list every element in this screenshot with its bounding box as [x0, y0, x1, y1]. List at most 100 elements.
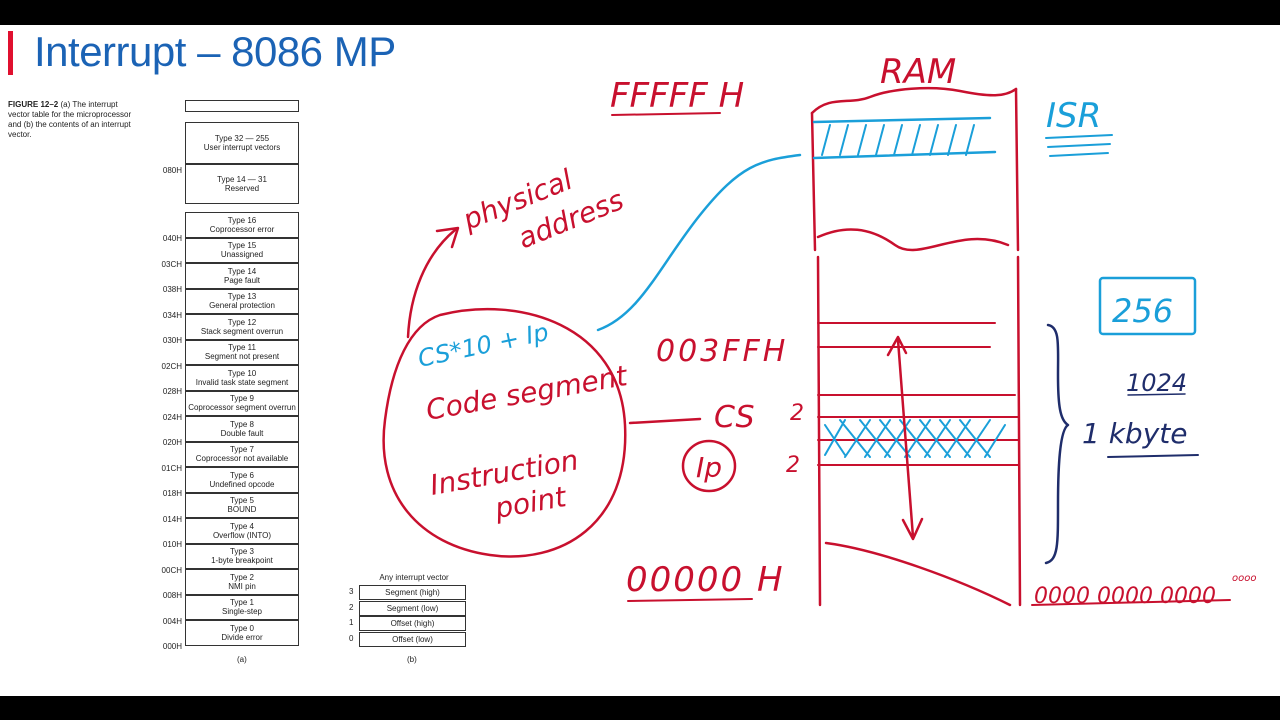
vector-byte: Offset (low) — [359, 631, 466, 647]
memory-address: 014H — [162, 514, 182, 524]
vector-byte-index: 2 — [349, 602, 354, 612]
vector-type: Type 5 — [229, 496, 254, 506]
vector-description: General protection — [209, 301, 275, 311]
vector-type: Type 0 — [229, 623, 254, 633]
code-segment-label: Code segment — [423, 359, 630, 427]
memory-address: 020H — [162, 438, 182, 447]
range-arrow-down — [901, 517, 924, 541]
isr-band-top — [812, 116, 992, 124]
instruction-point-label: Instruction point — [427, 442, 595, 536]
vector-byte-index: 0 — [349, 633, 354, 643]
vector-description: Undefined opcode — [209, 479, 275, 489]
count-256-box — [1098, 276, 1197, 336]
vector-description: Stack segment overrun — [200, 326, 284, 336]
count-1024-label: 1024 — [1126, 369, 1187, 397]
figure-caption: FIGURE 12–2 (a) The interrupt vector tab… — [8, 100, 136, 140]
ip-label: Ip — [696, 451, 722, 484]
vector-description: Coprocessor not available — [195, 454, 289, 464]
vector-type: Type 6 — [229, 470, 254, 480]
vector-type: Type 12 — [227, 317, 257, 327]
memory-address: 038H — [162, 285, 182, 294]
memory-address: 03CH — [161, 259, 182, 269]
vector-title: Any interrupt vector — [379, 573, 449, 582]
vector-type: Type 10 — [227, 368, 257, 378]
vector-description: Double fault — [220, 428, 264, 438]
slide-title: Interrupt – 8086 MP — [34, 28, 396, 75]
count-256-label: 256 — [1112, 292, 1173, 330]
kbyte-label: 1 kbyte — [1082, 417, 1187, 450]
vector-description: Invalid task state segment — [195, 377, 289, 387]
memory-address: 040H — [162, 234, 182, 243]
vector-type: Type 32 — 255 — [214, 134, 270, 143]
ram-top-wave — [810, 86, 1018, 115]
vector-byte-index: 3 — [349, 587, 354, 596]
ivt-hatch — [824, 419, 1006, 458]
memory-address: 008H — [162, 591, 182, 600]
title-accent-bar — [8, 31, 13, 75]
isr-band-bottom — [812, 150, 997, 160]
ram-bottom-curve — [824, 541, 1012, 607]
range-arrow-line — [896, 338, 915, 539]
vector-description: Overflow (INTO) — [212, 530, 272, 540]
binary-zeros-trail: oooo — [1232, 573, 1256, 584]
vector-description: Unassigned — [220, 250, 264, 260]
vector-byte: Segment (low) — [359, 600, 466, 616]
vector-type: Type 9 — [229, 394, 254, 404]
cs-arrow-line — [628, 417, 702, 425]
vector-type: Type 15 — [227, 241, 257, 251]
vector-type: Type 14 — 31 — [217, 175, 267, 184]
vector-description: NMI pin — [228, 581, 256, 591]
ram-left-edge-lower — [816, 255, 822, 607]
vector-description: User interrupt vectors — [203, 143, 281, 152]
table-break-cap — [185, 100, 299, 112]
vector-description: Page fault — [223, 275, 261, 285]
vector-type: Type 7 — [229, 445, 254, 455]
formula-to-isr-curve — [596, 153, 802, 332]
count-1024-underline — [1127, 393, 1186, 396]
figure-caption-text: (a) The interrupt vector table for the m… — [8, 100, 132, 139]
two-mark-upper: 2 — [790, 401, 804, 426]
ram-right-edge-upper — [1014, 87, 1020, 252]
isr-label: ISR — [1046, 96, 1101, 136]
vector-type: Type 3 — [229, 547, 254, 557]
vector-type: Type 8 — [229, 419, 254, 429]
isr-underline — [1045, 134, 1113, 157]
top-address-underline — [611, 112, 721, 116]
memory-address: 018H — [162, 489, 182, 498]
ip-circle — [681, 439, 737, 493]
memory-address: 030H — [162, 336, 182, 345]
whiteboard-annotations: RAM FFFFF H ISR physical address CS*10 +… — [382, 52, 1256, 609]
vector-description: Reserved — [224, 184, 260, 193]
formula-label: CS*10 + Ip — [415, 318, 551, 373]
vector-description: Single-step — [221, 607, 263, 617]
vector-type: Type 13 — [227, 292, 257, 302]
binary-underline — [1031, 599, 1231, 606]
vector-type: Type 16 — [227, 215, 257, 225]
vector-description: Divide error — [221, 632, 263, 642]
vector-description: 1-byte breakpoint — [211, 556, 273, 566]
figure-caption-label: FIGURE 12–2 — [8, 100, 59, 109]
slide-canvas: Interrupt – 8086 MP FIGURE 12–2 (a) The … — [0, 25, 1280, 696]
vector-description: Segment not present — [204, 352, 280, 362]
memory-address: 010H — [162, 540, 182, 549]
ram-left-edge-upper — [810, 111, 817, 252]
memory-address: 034H — [162, 310, 182, 320]
physical-address-label: physical address — [457, 148, 628, 272]
isr-hatch — [821, 124, 975, 156]
ivt-top-label: 003FFH — [656, 334, 788, 369]
